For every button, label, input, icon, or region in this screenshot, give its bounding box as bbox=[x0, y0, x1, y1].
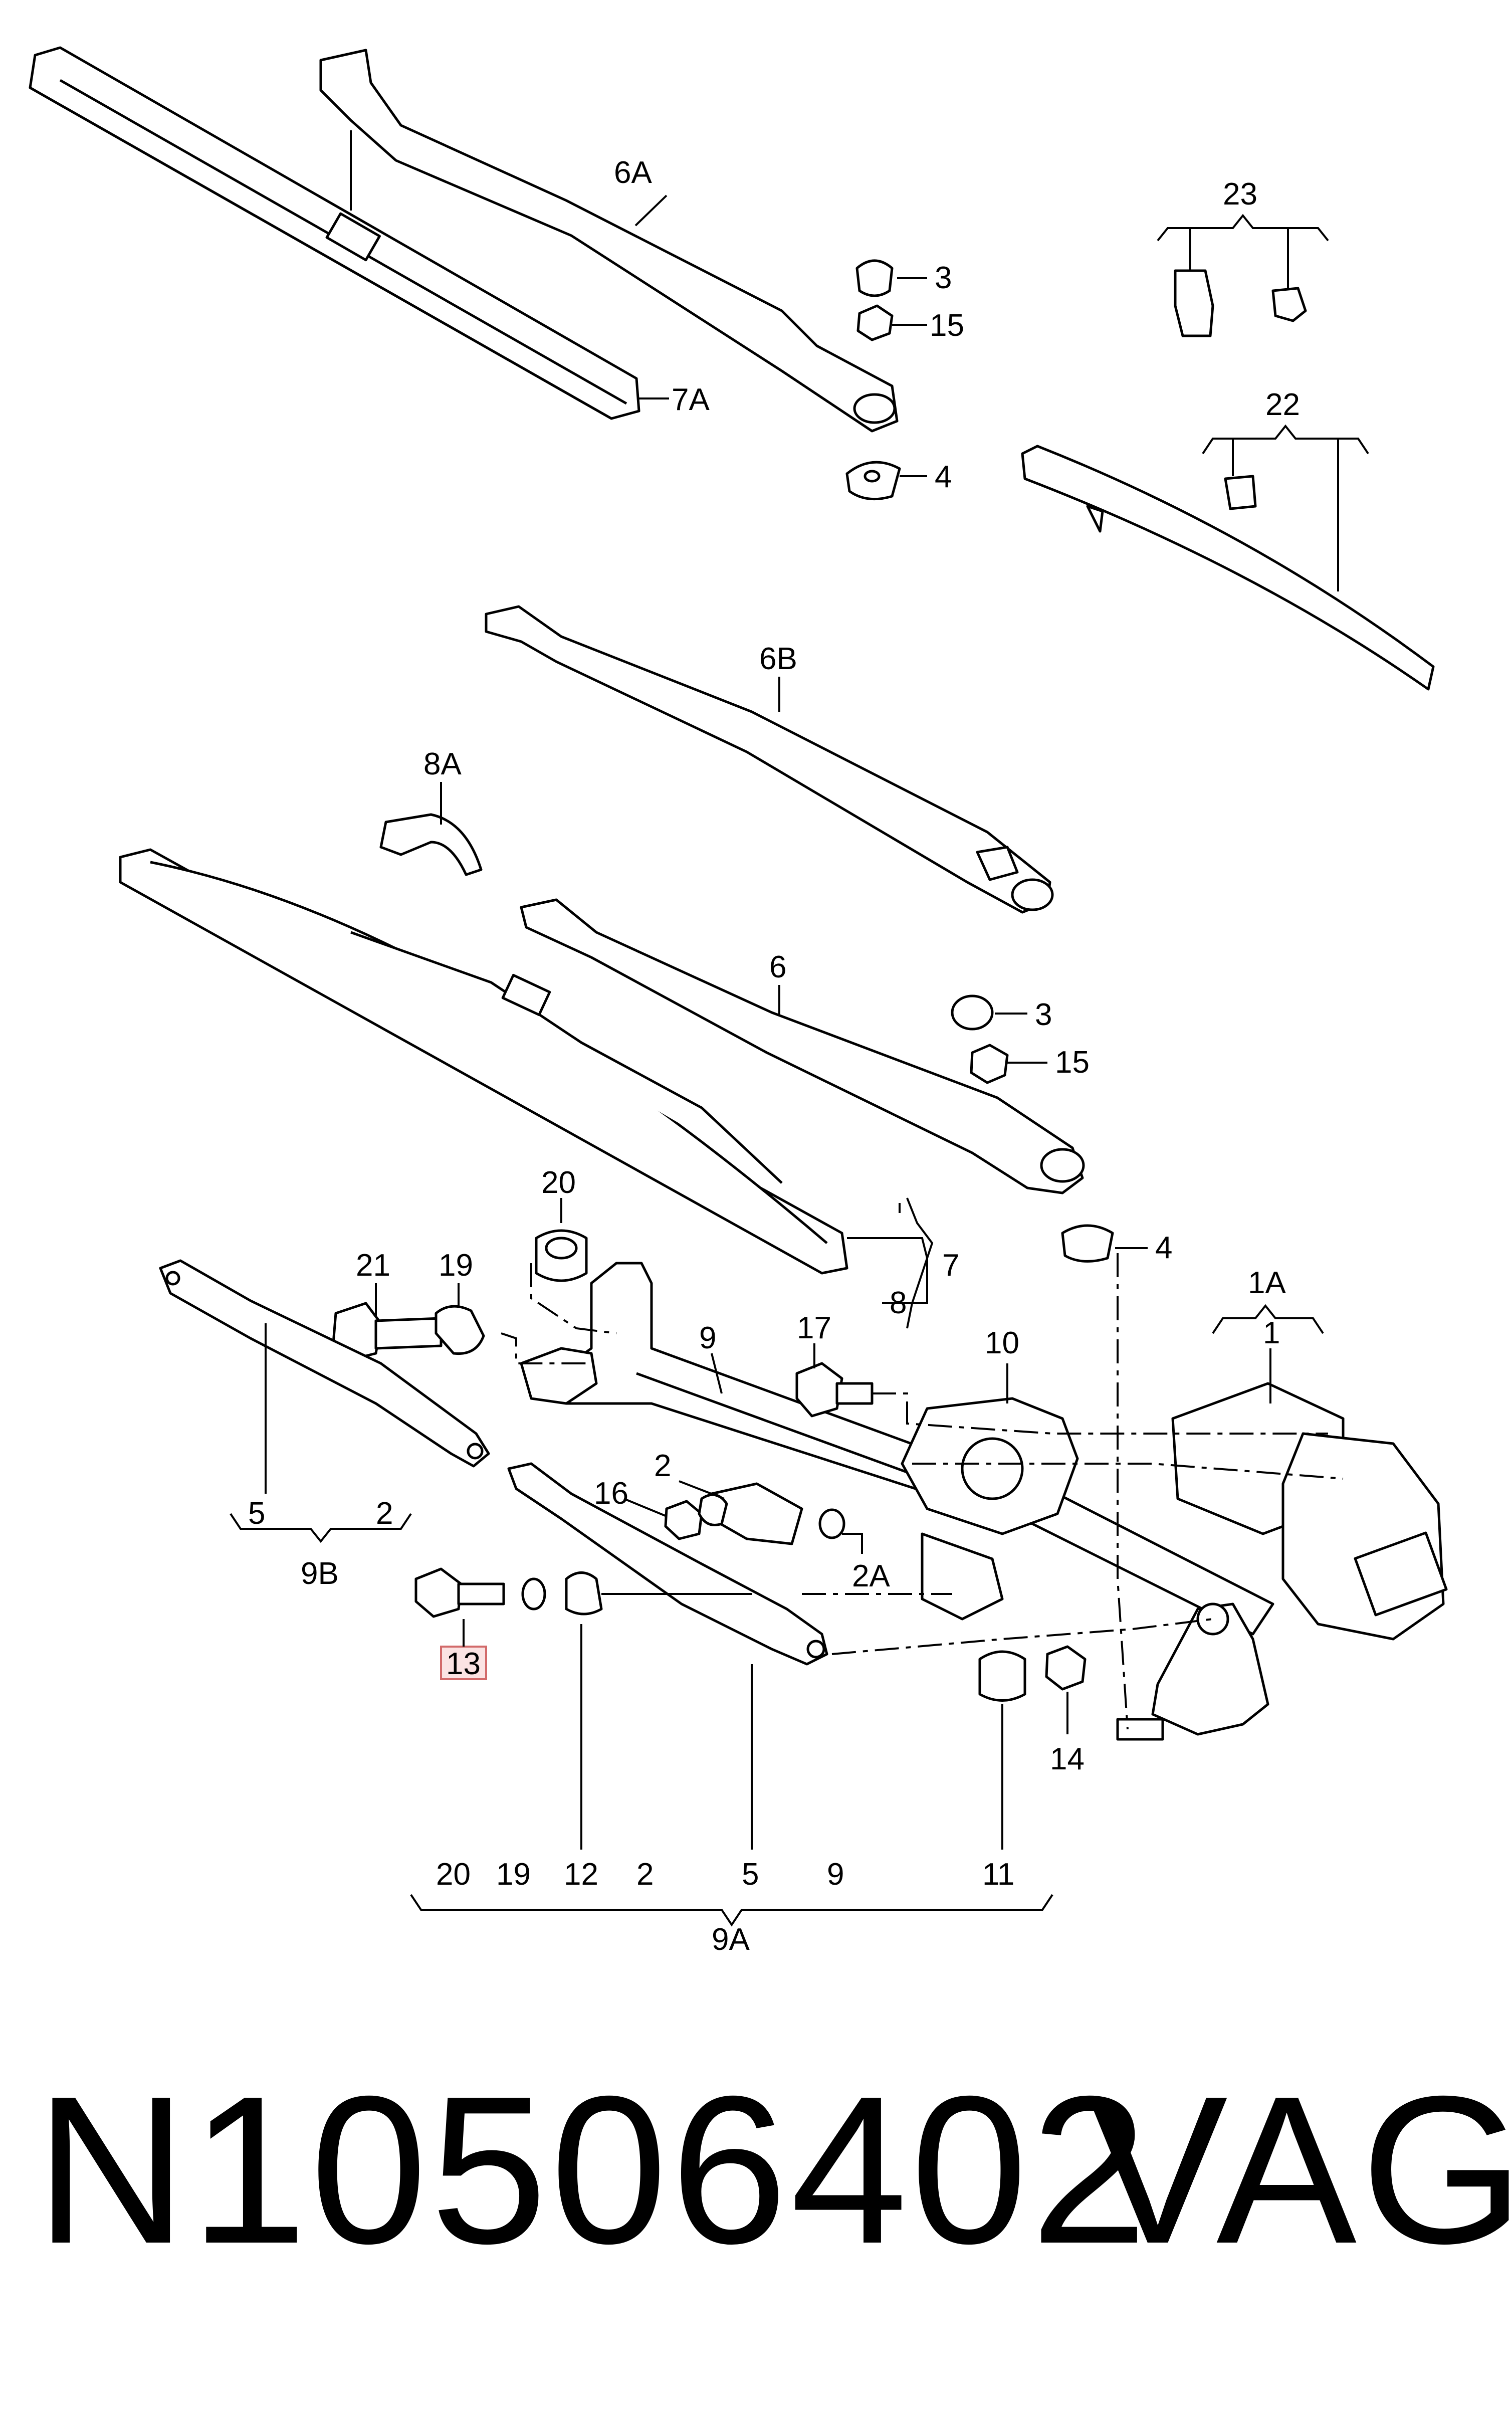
callout-19-upper: 19 bbox=[439, 1248, 473, 1283]
wiper-blade-7A bbox=[29, 46, 640, 420]
callout-5-left: 5 bbox=[248, 1496, 265, 1531]
callout-2-left: 2 bbox=[376, 1496, 393, 1531]
nut-15-lower bbox=[970, 1044, 1009, 1084]
wiper-arm-6B bbox=[485, 605, 1054, 914]
callout-6A: 6A bbox=[614, 155, 652, 190]
callout-10: 10 bbox=[985, 1326, 1019, 1360]
callout-11: 11 bbox=[982, 1857, 1014, 1892]
callout-19-lower: 19 bbox=[496, 1857, 531, 1892]
bracket-2 bbox=[698, 1482, 803, 1545]
part-number: N10506402 bbox=[35, 2053, 1151, 2288]
clips-23 bbox=[1174, 269, 1307, 337]
callout-4-upper: 4 bbox=[935, 460, 952, 494]
bush-12 bbox=[565, 1571, 603, 1616]
linkage-rod-9A bbox=[507, 1462, 828, 1666]
callout-8A: 8A bbox=[423, 747, 462, 781]
wiper-arm-6 bbox=[520, 898, 1085, 1194]
callout-22: 22 bbox=[1265, 387, 1300, 422]
callout-2-lower: 2 bbox=[636, 1857, 654, 1892]
nut-14 bbox=[1045, 1645, 1087, 1691]
linkage-rod-9B bbox=[159, 1259, 490, 1468]
bush-20-upper bbox=[535, 1229, 588, 1282]
bolt-17 bbox=[795, 1362, 874, 1418]
callout-12: 12 bbox=[564, 1857, 598, 1892]
cover-strip-22 bbox=[1021, 445, 1435, 691]
callout-labels: 6A 3 15 7A 4 23 22 6B 8A 6 3 15 4 20 21 … bbox=[248, 155, 1300, 1957]
callout-21: 21 bbox=[356, 1248, 390, 1283]
callout-8: 8 bbox=[890, 1286, 907, 1320]
washer-2A bbox=[818, 1508, 845, 1539]
callout-9A: 9A bbox=[712, 1922, 750, 1957]
wiper-motor-1 bbox=[1171, 1382, 1448, 1641]
callout-15-upper: 15 bbox=[930, 308, 964, 343]
callout-1A: 1A bbox=[1248, 1266, 1286, 1300]
callout-9-lower: 9 bbox=[827, 1857, 844, 1892]
bolt-13 bbox=[414, 1567, 505, 1618]
leader-lines bbox=[230, 130, 1369, 1927]
nut-16 bbox=[664, 1500, 703, 1540]
callout-3-upper: 3 bbox=[935, 261, 952, 295]
callout-2A: 2A bbox=[852, 1559, 890, 1593]
callout-3-lower: 3 bbox=[1035, 997, 1052, 1032]
callout-4-lower: 4 bbox=[1155, 1231, 1172, 1265]
callout-9: 9 bbox=[699, 1321, 716, 1355]
callout-20-upper: 20 bbox=[541, 1165, 576, 1200]
washer-19-upper bbox=[435, 1305, 485, 1355]
wiper-blade-7 bbox=[119, 848, 848, 1275]
washer-4-lower bbox=[1061, 1224, 1114, 1263]
wiper-arm-6A bbox=[319, 49, 899, 433]
callout-15-lower: 15 bbox=[1055, 1045, 1090, 1080]
cap-3-upper bbox=[855, 259, 894, 297]
crank-lever bbox=[1116, 1602, 1269, 1741]
callout-6: 6 bbox=[769, 950, 786, 984]
callout-16: 16 bbox=[594, 1476, 628, 1511]
brand-name: VAG bbox=[1088, 2053, 1512, 2288]
clip-8A bbox=[379, 813, 483, 876]
washer-4-upper bbox=[845, 461, 901, 501]
callout-9B: 9B bbox=[301, 1556, 339, 1591]
dashed-lines bbox=[501, 1253, 1344, 1730]
callout-6B: 6B bbox=[759, 642, 797, 676]
nut-15-upper bbox=[856, 304, 894, 341]
cap-3-lower bbox=[951, 994, 994, 1031]
callout-7: 7 bbox=[942, 1248, 959, 1283]
wiper-exploded-diagram: 6A 3 15 7A 4 23 22 6B 8A 6 3 15 4 20 21 … bbox=[29, 46, 1448, 1957]
bush-11 bbox=[978, 1650, 1026, 1702]
callout-13: 13 bbox=[446, 1647, 481, 1681]
callout-17: 17 bbox=[797, 1311, 831, 1345]
callout-5-lower: 5 bbox=[742, 1857, 759, 1892]
callout-23: 23 bbox=[1223, 177, 1257, 212]
callout-14: 14 bbox=[1050, 1742, 1085, 1776]
callout-7A: 7A bbox=[672, 382, 710, 417]
callout-2-upper: 2 bbox=[654, 1449, 671, 1483]
callout-1: 1 bbox=[1263, 1316, 1280, 1350]
callout-20-lower: 20 bbox=[436, 1857, 471, 1892]
washer-13 bbox=[521, 1577, 546, 1611]
